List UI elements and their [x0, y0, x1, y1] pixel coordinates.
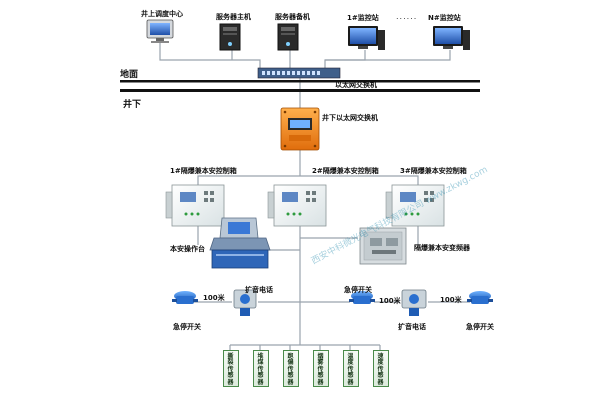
frequency-converter-icon: [359, 227, 407, 265]
emergency-stop-left-icon: [172, 291, 198, 304]
sensor-coal-pile-label: 堆煤传感器: [257, 353, 264, 386]
monitor-station-n-label: N#监控站: [428, 14, 461, 22]
sensor-tear: 撕裂传感器: [223, 350, 239, 387]
sensor-speed: 速度传感器: [373, 350, 389, 387]
ground-zone-label: 地面: [120, 70, 139, 80]
control-box-3-label: 3#隔爆兼本安控制箱: [400, 167, 467, 175]
sensor-temperature: 温度传感器: [343, 350, 359, 387]
monitor-station-1-label: 1#监控站: [347, 14, 379, 22]
dispatch-center-label: 井上调度中心: [141, 10, 183, 18]
server-backup-icon: [277, 23, 299, 51]
broadcast-phone-left-icon: [233, 289, 257, 316]
broadcast-phone-left-label: 扩音电话: [245, 286, 273, 294]
sensor-deviation: 跑偏传感器: [283, 350, 299, 387]
distance-label-right: 100米: [440, 296, 462, 304]
sensor-speed-label: 速度传感器: [377, 353, 384, 386]
operation-console-icon: [209, 217, 271, 269]
underground-zone-label: 井下: [123, 100, 142, 110]
control-box-2-icon: [267, 184, 327, 227]
server-main-label: 服务器主机: [216, 13, 251, 21]
emergency-stop-middle-label: 急停开关: [344, 286, 372, 294]
server-main-icon: [219, 23, 241, 51]
sensor-deviation-label: 跑偏传感器: [287, 353, 294, 386]
broadcast-phone-right-icon: [401, 289, 427, 316]
control-box-3-icon: [385, 184, 445, 227]
emergency-stop-right-icon: [467, 291, 493, 304]
control-box-1-icon: [165, 184, 225, 227]
sensor-coal-pile: 堆煤传感器: [253, 350, 269, 387]
sensor-smoke: 烟雾传感器: [313, 350, 329, 387]
underground-switch-label: 井下以太网交换机: [322, 114, 378, 122]
distance-label-left: 100米: [203, 294, 225, 302]
sensor-temperature-label: 温度传感器: [347, 353, 354, 386]
sensor-smoke-label: 烟雾传感器: [317, 353, 324, 386]
distance-label-middle: 100米: [379, 297, 401, 305]
monitor-station-n-icon: [433, 26, 470, 50]
underground-network-links: [185, 150, 470, 350]
frequency-converter-label: 隔爆兼本安变频器: [414, 244, 470, 252]
ground-boundary-lines: [120, 80, 480, 92]
underground-switch-icon: [280, 107, 320, 151]
ground-network-links: [159, 42, 451, 108]
broadcast-phone-right-label: 扩音电话: [398, 323, 426, 331]
ellipsis-dots: ......: [396, 12, 418, 21]
emergency-stop-left-label: 急停开关: [173, 323, 201, 331]
dispatch-center-monitor-icon: [146, 19, 174, 43]
operation-console-label: 本安操作台: [170, 245, 205, 253]
server-backup-label: 服务器备机: [275, 13, 310, 21]
emergency-stop-middle-icon: [349, 291, 375, 304]
ethernet-switch-label: 以太网交换机: [335, 81, 377, 89]
control-box-1-label: 1#隔爆兼本安控制箱: [170, 167, 237, 175]
sensor-tear-label: 撕裂传感器: [227, 353, 234, 386]
emergency-stop-right-label: 急停开关: [466, 323, 494, 331]
monitor-station-1-icon: [348, 26, 385, 50]
ethernet-switch-icon: [257, 67, 341, 79]
control-box-2-label: 2#隔爆兼本安控制箱: [312, 167, 379, 175]
